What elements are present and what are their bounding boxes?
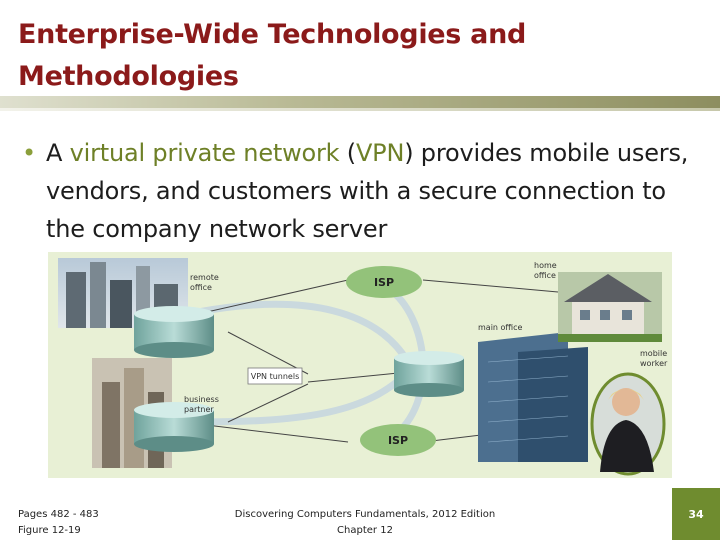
slide-title: Enterprise-Wide Technologies and Methodo… (18, 14, 698, 98)
bullet-acronym: VPN (355, 139, 405, 167)
home-office-label-line-1: home (534, 261, 557, 270)
page-number: 34 (672, 488, 720, 540)
vpn-tunnels-label: VPN tunnels (251, 372, 299, 381)
main-office-label: main office (478, 323, 523, 332)
slide-title-line-2: Methodologies (18, 61, 239, 92)
remote-office-image (58, 258, 188, 328)
bullet-icon: • (22, 139, 36, 167)
footer-chapter: Chapter 12 (337, 525, 393, 536)
main-office-image (478, 332, 588, 462)
bullet-text-before: A (46, 139, 70, 167)
isp-top-label: ISP (374, 276, 394, 289)
remote-office-label-line-2: office (190, 283, 212, 292)
tunnel-paths (197, 289, 427, 440)
bullet-text-after: ) provides mobile users, vendors, and cu… (46, 139, 689, 243)
isp-bottom-label: ISP (388, 434, 408, 447)
bullet-text: A virtual private network (VPN) provides… (46, 134, 702, 248)
main-office-server (394, 351, 464, 397)
footer-book: Discovering Computers Fundamentals, 2012… (232, 507, 498, 539)
home-office-image (558, 272, 662, 342)
business-partner-label-line-1: business (184, 395, 219, 404)
bullet-point: • A virtual private network (VPN) provid… (22, 134, 702, 248)
vpn-diagram: ISP ISP (58, 258, 668, 476)
mobile-worker-label-line-1: mobile (640, 349, 667, 358)
isp-bottom-cloud: ISP (360, 424, 436, 456)
home-office-label-line-2: office (534, 271, 556, 280)
business-partner-label-line-2: partner (184, 405, 214, 414)
remote-office-server (134, 306, 214, 358)
vpn-figure: ISP ISP (48, 252, 672, 478)
mobile-worker-image (590, 372, 666, 476)
vpn-tunnels-box (247, 367, 303, 385)
footer-figure-line: Figure 12-19 (18, 525, 81, 536)
title-divider (0, 96, 720, 111)
bullet-term-vpn: virtual private network (69, 139, 340, 167)
footer-pages: Pages 482 - 483 Figure 12-19 (18, 507, 99, 539)
isp-top-cloud: ISP (346, 266, 422, 298)
bullet-paren-open: ( (339, 139, 356, 167)
footer-book-title: Discovering Computers Fundamentals, 2012… (234, 509, 496, 520)
footer-pages-line: Pages 482 - 483 (18, 509, 99, 520)
business-partner-server (134, 402, 214, 452)
remote-office-label-line-1: remote (190, 273, 219, 282)
mobile-worker-label-line-2: worker (640, 359, 668, 368)
slide-title-line-1: Enterprise-Wide Technologies and (18, 19, 527, 50)
